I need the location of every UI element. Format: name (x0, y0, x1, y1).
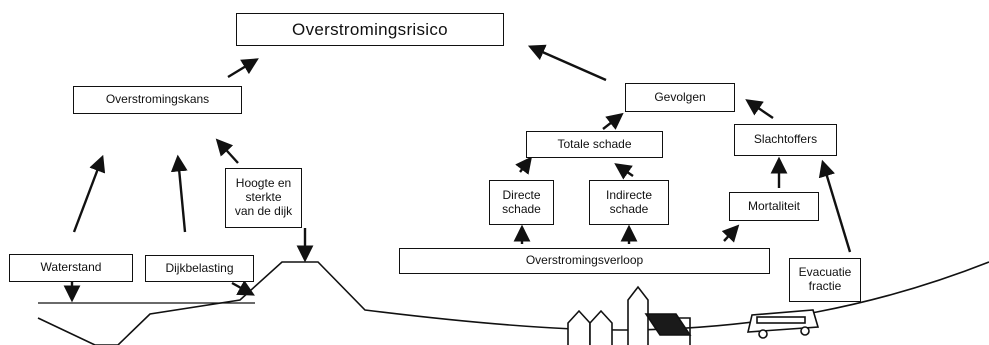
arrow-verloop-to-mortaliteit (721, 224, 740, 243)
arrow-gevolgen-to-risico (527, 44, 607, 82)
arrow-indirecte-to-totale (614, 163, 634, 180)
node-overstromingsrisico: Overstromingsrisico (236, 13, 504, 46)
arrows (63, 44, 852, 303)
arrow-waterstand-to-kans (72, 154, 106, 233)
houses-icon (567, 309, 613, 345)
arrow-dijkbelasting-to-dike (231, 280, 255, 296)
node-hoogte-sterkte-dijk: Hoogte en sterkte van de dijk (225, 168, 302, 228)
node-totale-schade: Totale schade (526, 131, 663, 158)
bus-icon (746, 309, 820, 339)
node-overstromingsverloop: Overstromingsverloop (399, 248, 770, 274)
arrow-schade-to-gevolgen (602, 112, 624, 130)
church-icon (627, 285, 692, 345)
node-dijkbelasting: Dijkbelasting (145, 255, 254, 282)
arrow-hoogte-to-kans (215, 138, 239, 164)
arrow-dijkbelasting-to-kans (170, 154, 188, 233)
node-gevolgen: Gevolgen (625, 83, 735, 112)
arrow-kans-to-risico (227, 58, 259, 79)
node-slachtoffers: Slachtoffers (734, 124, 837, 156)
arrow-slachtoffers-to-gevolgen (745, 99, 774, 119)
node-indirecte-schade: Indirecte schade (589, 180, 669, 225)
node-waterstand: Waterstand (9, 254, 133, 282)
node-evacuatie-fractie: Evacuatie fractie (789, 258, 861, 302)
node-overstromingskans: Overstromingskans (73, 86, 242, 114)
arrow-directe-to-totale (515, 156, 533, 175)
arrow-evacuatie-to-slachtoffers (818, 159, 852, 253)
node-mortaliteit: Mortaliteit (729, 192, 819, 221)
node-directe-schade: Directe schade (489, 180, 554, 225)
